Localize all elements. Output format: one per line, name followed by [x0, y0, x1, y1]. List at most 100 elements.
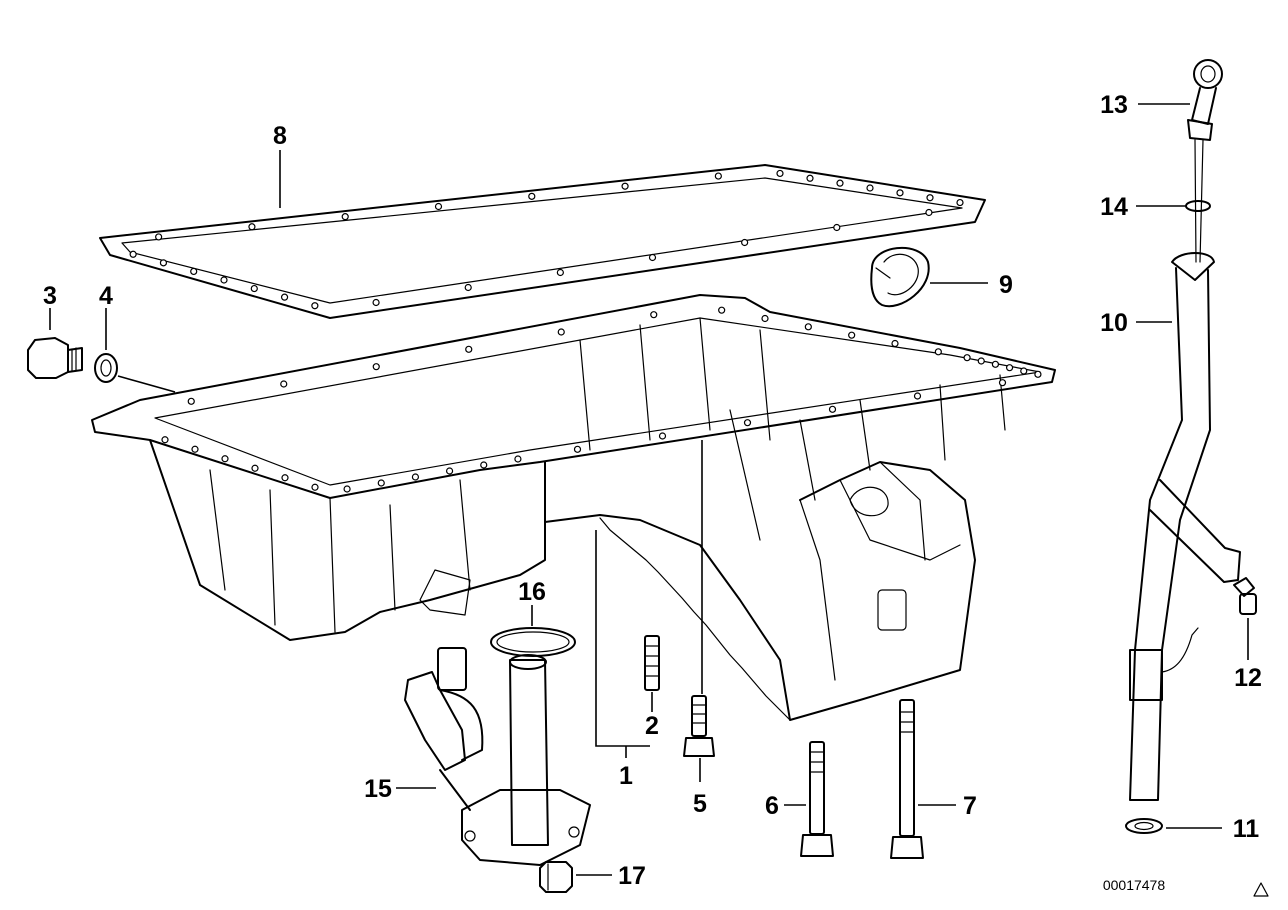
bolt-hole	[956, 198, 964, 207]
bolt-hole	[434, 202, 443, 211]
bolt-hole	[836, 179, 844, 187]
callout-5: 5	[693, 790, 707, 818]
callout-4: 4	[99, 282, 113, 310]
bolt-hole	[648, 253, 657, 262]
bolt-hole	[129, 250, 137, 258]
bolt-hole	[741, 238, 749, 247]
bolt-hole	[248, 223, 256, 231]
bolt-hole	[963, 354, 971, 362]
bolt-hole	[557, 328, 565, 336]
bolt-hole	[281, 474, 289, 482]
oil-pan-part-1	[91, 294, 1056, 721]
dipstick-seal-part-14	[1185, 200, 1211, 212]
bolt-hole	[650, 311, 658, 319]
bolt-part-5	[683, 695, 715, 757]
drain-plug-part-3	[27, 337, 83, 379]
bolt-hole	[998, 379, 1007, 387]
bolt-hole	[556, 268, 564, 277]
bolt-hole	[528, 192, 536, 200]
bolt-hole	[926, 194, 934, 202]
bolt-hole	[1005, 364, 1014, 372]
callout-2: 2	[645, 712, 659, 740]
bolt-hole	[159, 259, 168, 267]
bolt-hole	[161, 436, 169, 444]
bolt-hole	[280, 293, 289, 301]
callout-10: 10	[1100, 309, 1128, 337]
guide-tube-part-10	[1129, 252, 1241, 801]
callout-14: 14	[1100, 193, 1128, 221]
bolt-hole	[891, 339, 899, 348]
bolt-hole	[806, 174, 814, 182]
bolt-hole	[411, 473, 420, 481]
bolt-hole	[913, 392, 922, 400]
bolt-hole	[718, 306, 726, 314]
callout-16: 16	[518, 578, 546, 606]
bolt-hole	[251, 464, 259, 472]
bolt-part-7	[890, 699, 924, 859]
callout-12: 12	[1234, 664, 1262, 692]
bolt-hole	[828, 405, 837, 413]
bolt-hole	[714, 172, 722, 180]
document-number: 00017478	[1103, 877, 1166, 893]
callout-8: 8	[273, 122, 287, 150]
leader-lines	[49, 103, 1249, 876]
bolt-hole	[280, 380, 288, 388]
o-ring-part-16	[490, 627, 576, 657]
bolt-hole	[220, 276, 228, 284]
bolt-hole	[761, 314, 769, 323]
callout-17: 17	[618, 862, 646, 890]
bolt-hole	[372, 298, 380, 307]
bolt-hole	[743, 419, 752, 427]
bolt-hole	[190, 267, 198, 276]
callout-11: 11	[1233, 815, 1260, 843]
bolt-hole	[465, 345, 473, 353]
callout-7: 7	[963, 792, 977, 820]
bolt-hole	[658, 432, 667, 440]
bolt-hole	[934, 348, 942, 356]
bolt-hole	[804, 323, 812, 331]
bolt-hole	[621, 182, 629, 190]
bolt-hole	[377, 479, 385, 487]
bolt-hole	[311, 302, 319, 310]
callout-3: 3	[43, 282, 57, 310]
bolt-hole	[1020, 367, 1028, 375]
bolt-hole	[341, 213, 349, 221]
bolt-hole	[311, 483, 319, 491]
dipstick-part-13	[1187, 59, 1223, 263]
callout-labels: 1 2 3 4 5 6 7 8 9 10 11 12 13 14 15 16 1…	[43, 91, 1262, 890]
bolt-hole	[191, 445, 199, 453]
bolt-hole	[977, 357, 985, 365]
triangle-icon	[1253, 882, 1269, 897]
bolt-hole	[991, 360, 1000, 368]
bolt-hole	[343, 485, 351, 493]
callout-6: 6	[765, 792, 779, 820]
stud-part-2	[644, 635, 660, 691]
bolt-hole	[866, 184, 874, 192]
bolt-hole	[155, 233, 163, 241]
bolt-hole	[464, 283, 472, 292]
bolt-hole	[187, 397, 195, 405]
bolt-part-6	[800, 741, 834, 857]
seal-ring-part-4	[94, 353, 118, 383]
oil-pickup-part-15	[404, 647, 591, 866]
gasket-part-8	[99, 164, 986, 319]
bolt-hole	[573, 445, 582, 453]
bolt-hole	[480, 461, 488, 469]
bolt-hole	[833, 223, 841, 232]
nut-part-17	[539, 861, 573, 893]
bolt-part-12	[1233, 577, 1257, 615]
bolt-hole	[1034, 370, 1042, 378]
bolt-hole	[925, 208, 933, 217]
bolt-hole	[848, 331, 856, 339]
callout-13: 13	[1100, 91, 1128, 119]
bolt-hole	[445, 467, 454, 475]
washer-part-11	[1125, 818, 1163, 834]
bolt-hole	[372, 363, 380, 371]
callout-15: 15	[364, 775, 392, 803]
bolt-hole	[896, 189, 904, 197]
callout-1: 1	[619, 762, 633, 790]
bolt-hole	[221, 455, 229, 463]
bolt-hole	[776, 169, 784, 178]
bolt-hole	[250, 284, 258, 293]
